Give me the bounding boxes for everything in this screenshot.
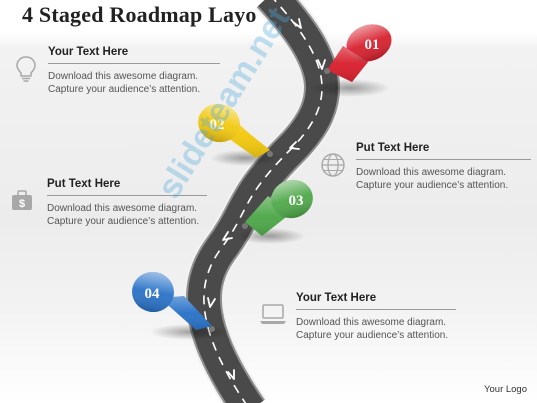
block-2-divider bbox=[356, 159, 531, 160]
text-block-3: Put Text Here Download this awesome diag… bbox=[47, 178, 207, 228]
block-1-line-1: Download this awesome diagram. bbox=[48, 71, 199, 82]
laptop-icon bbox=[260, 304, 286, 324]
text-block-2: Put Text Here Download this awesome diag… bbox=[356, 142, 531, 192]
pin-03-number: 03 bbox=[289, 193, 304, 209]
lightbulb-icon bbox=[16, 56, 36, 82]
pin-01-number: 01 bbox=[365, 37, 380, 53]
block-4-body: Download this awesome diagram. Capture y… bbox=[296, 316, 456, 342]
block-2-body: Download this awesome diagram. Capture y… bbox=[356, 166, 531, 192]
pin-04-number: 04 bbox=[145, 286, 161, 302]
money-bag-icon: $ bbox=[12, 190, 32, 210]
globe-icon bbox=[321, 153, 345, 177]
block-3-heading: Put Text Here bbox=[47, 178, 121, 190]
block-3-divider bbox=[47, 195, 207, 196]
slide-title: 4 Staged Roadmap Layo bbox=[22, 2, 257, 27]
pin-02: 02 bbox=[198, 103, 280, 166]
text-block-4: Your Text Here Download this awesome dia… bbox=[296, 292, 456, 342]
block-4-line-1: Download this awesome diagram. bbox=[296, 317, 447, 328]
block-2-heading: Put Text Here bbox=[356, 142, 430, 154]
block-3-line-2: Capture your audience’s attention. bbox=[47, 216, 200, 227]
block-4-divider bbox=[296, 309, 456, 310]
block-4-line-2: Capture your audience’s attention. bbox=[296, 330, 449, 341]
block-1-line-2: Capture your audience’s attention. bbox=[48, 84, 201, 95]
pin-02-number: 02 bbox=[210, 117, 225, 133]
block-2-line-1: Download this awesome diagram. bbox=[356, 167, 507, 178]
pin-01: 01 bbox=[310, 24, 392, 97]
text-block-1: Your Text Here Download this awesome dia… bbox=[48, 46, 220, 96]
logo-text: Your Logo bbox=[484, 384, 527, 395]
pin-04: 04 bbox=[132, 271, 230, 340]
block-4-heading: Your Text Here bbox=[296, 292, 377, 304]
block-2-line-2: Capture your audience’s attention. bbox=[356, 180, 509, 191]
block-1-body: Download this awesome diagram. Capture y… bbox=[48, 70, 220, 96]
block-1-divider bbox=[48, 63, 220, 64]
block-3-line-1: Download this awesome diagram. bbox=[47, 203, 198, 214]
block-3-body: Download this awesome diagram. Capture y… bbox=[47, 202, 207, 228]
pin-03: 03 bbox=[235, 179, 313, 244]
block-1-heading: Your Text Here bbox=[48, 46, 129, 58]
svg-text:$: $ bbox=[19, 198, 25, 210]
